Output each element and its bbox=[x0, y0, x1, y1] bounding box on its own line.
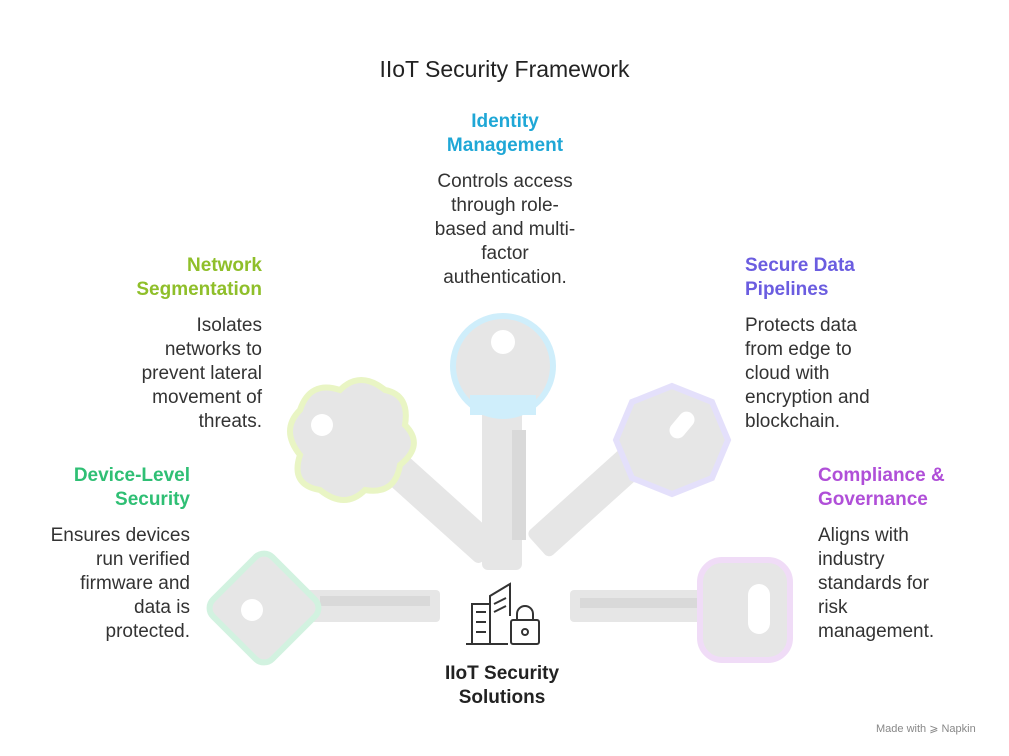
compliance-key-icon bbox=[570, 557, 793, 663]
network-description: Isolates networks to prevent lateral mov… bbox=[141, 315, 262, 432]
building-lock-icon bbox=[466, 582, 540, 645]
secure-data-description: Protects data from edge to cloud with en… bbox=[745, 315, 870, 432]
napkin-watermark: Made with ⩾ Napkin bbox=[876, 723, 976, 735]
compliance-heading: Compliance & Governance bbox=[818, 465, 945, 510]
device-description: Ensures devices run verified firmware an… bbox=[50, 525, 190, 642]
secure-data-heading: Secure Data Pipelines bbox=[745, 255, 855, 300]
identity-key-icon bbox=[450, 313, 556, 570]
network-key-icon bbox=[287, 377, 500, 563]
identity-heading: Identity Management bbox=[446, 111, 564, 156]
device-key-icon bbox=[206, 550, 440, 666]
identity-description: Controls access through role- based and … bbox=[434, 171, 576, 288]
compliance-description: Aligns with industry standards for risk … bbox=[818, 525, 935, 642]
network-heading: Network Segmentation bbox=[136, 255, 262, 300]
diagram-title: IIoT Security Framework bbox=[379, 56, 630, 82]
device-heading: Device-Level Security bbox=[73, 465, 190, 510]
center-label: IIoT Security Solutions bbox=[444, 663, 560, 708]
secure-data-key-icon bbox=[528, 382, 732, 557]
